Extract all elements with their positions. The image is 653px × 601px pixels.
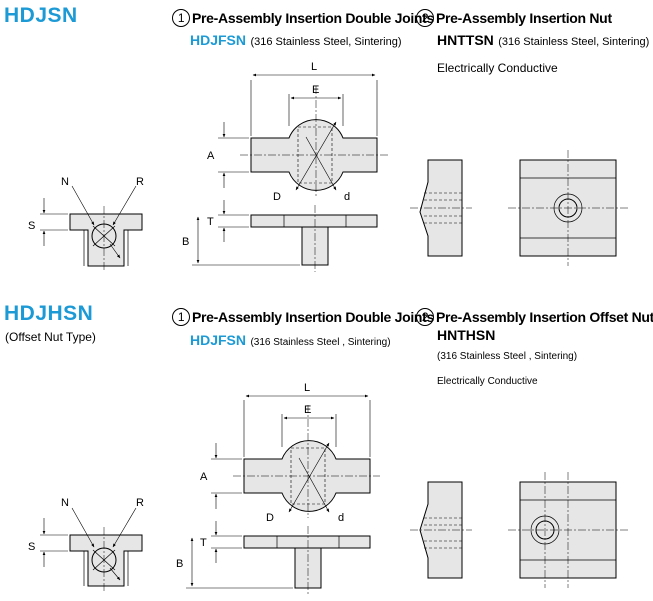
top-item2-code: HNTTSN bbox=[437, 32, 494, 48]
dim-R-label: R bbox=[136, 497, 144, 509]
bottom-product-code: HDJHSN bbox=[4, 302, 94, 325]
top-nut-side-view bbox=[410, 159, 472, 257]
dim-d-label: d bbox=[338, 512, 344, 524]
bottom-item2-note: Electrically Conductive bbox=[437, 376, 538, 387]
dim-A-label: A bbox=[207, 150, 215, 162]
number-2-icon: 2 bbox=[416, 308, 434, 326]
dim-D-label: D bbox=[266, 512, 274, 524]
top-item1-material: (316 Stainless Steel, Sintering) bbox=[250, 36, 402, 48]
dim-S-label: S bbox=[28, 220, 35, 232]
bottom-item2-code: HNTHSN bbox=[437, 327, 496, 343]
top-item2-title: Pre-Assembly Insertion Nut bbox=[436, 10, 612, 26]
dim-R-label: R bbox=[136, 176, 144, 188]
top-item1-code: HDJFSN bbox=[190, 32, 247, 48]
bottom-item2-material: (316 Stainless Steel , Sintering) bbox=[437, 351, 578, 362]
number-1-icon: 1 bbox=[172, 9, 190, 27]
number-1-icon: 1 bbox=[172, 308, 190, 326]
dim-S-label: S bbox=[28, 541, 35, 553]
bottom-offset-nut-side-view bbox=[410, 481, 472, 579]
dim-T-label: T bbox=[200, 537, 207, 549]
dim-d-label: d bbox=[344, 191, 350, 203]
dim-L-label: L bbox=[304, 382, 310, 394]
dim-B-label: B bbox=[182, 236, 189, 248]
dim-D-label: D bbox=[273, 191, 281, 203]
bottom-item1-spec: HDJFSN (316 Stainless Steel , Sintering) bbox=[190, 332, 391, 350]
bottom-item1-code: HDJFSN bbox=[190, 332, 247, 348]
top-double-joint-side-view: T B bbox=[182, 200, 378, 272]
dim-A-label: A bbox=[200, 471, 208, 483]
top-product-code: HDJSN bbox=[4, 4, 78, 27]
dim-N-label: N bbox=[61, 497, 69, 509]
bottom-offset-nut-plan-view bbox=[508, 472, 628, 588]
top-assembly-view: N R S bbox=[28, 176, 144, 272]
bottom-subtitle: (Offset Nut Type) bbox=[5, 330, 96, 344]
top-nut-plan-view bbox=[508, 150, 628, 266]
bottom-assembly-view: N R S bbox=[28, 497, 144, 593]
top-item2-spec: HNTTSN (316 Stainless Steel, Sintering) bbox=[437, 32, 649, 50]
dim-N-label: N bbox=[61, 176, 69, 188]
dim-L-label: L bbox=[311, 61, 317, 73]
bottom-double-joint-plan-view: L E A D d bbox=[200, 382, 380, 524]
top-item2-note: Electrically Conductive bbox=[437, 61, 558, 75]
dim-B-label: B bbox=[176, 558, 183, 570]
top-item2-material: (316 Stainless Steel, Sintering) bbox=[498, 36, 650, 48]
dim-T-label: T bbox=[207, 216, 214, 228]
top-item1-spec: HDJFSN (316 Stainless Steel, Sintering) bbox=[190, 32, 402, 50]
dim-E-label: E bbox=[304, 404, 311, 416]
bottom-item1-material: (316 Stainless Steel , Sintering) bbox=[250, 337, 391, 348]
bottom-double-joint-side-view: T B bbox=[176, 521, 371, 594]
bottom-item1-title: Pre-Assembly Insertion Double Joints bbox=[192, 309, 435, 325]
dim-E-label: E bbox=[312, 84, 319, 96]
number-2-icon: 2 bbox=[416, 9, 434, 27]
bottom-item2-title: Pre-Assembly Insertion Offset Nuts bbox=[436, 309, 653, 325]
top-item1-title: Pre-Assembly Insertion Double Joints bbox=[192, 10, 435, 26]
top-double-joint-plan-view: L E A D d bbox=[207, 61, 388, 203]
